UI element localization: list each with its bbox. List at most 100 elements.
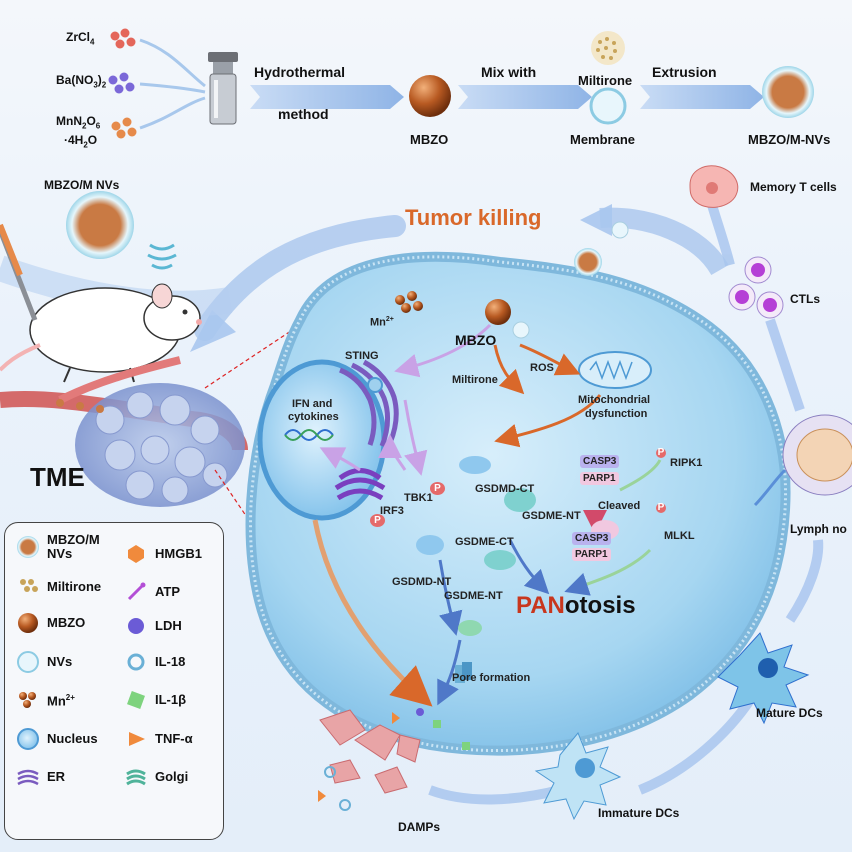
miltirone-icon	[15, 574, 41, 600]
chip-parp1-cleaved: PARP1	[572, 548, 611, 561]
label-pore-formation: Pore formation	[452, 672, 531, 684]
pathway-arrows	[312, 323, 662, 707]
atp-icon	[123, 579, 149, 605]
il1b-icon	[123, 687, 149, 713]
label-nv-injection: MBZO/M NVs	[44, 178, 120, 192]
legend-item-tnfa: TNF-α	[123, 725, 193, 753]
legend-item-il1b: IL-1β	[123, 686, 186, 714]
mbzo-icon	[15, 610, 41, 636]
chip-casp3-top: CASP3	[580, 455, 620, 468]
label-ifn-a: IFN and	[292, 398, 333, 410]
phospho-badge-mlkl: P	[656, 502, 666, 513]
label-mito-b: dysfunction	[585, 408, 648, 420]
legend-item-hmgb1: HMGB1	[123, 540, 202, 568]
label-immature-dcs: Immature DCs	[598, 806, 680, 820]
label-mbzo-cell: MBZO	[455, 332, 497, 348]
label-ripk1: RIPK1	[670, 457, 703, 469]
legend-item-ldh: LDH	[123, 612, 182, 640]
phospho-badge-ripk1: P	[656, 447, 666, 458]
label-miltirone: Miltirone	[578, 73, 633, 88]
damps-debris	[319, 709, 421, 794]
label-mbzo-product: MBZO	[410, 132, 449, 147]
reagent-zrcl4: ZrCl4	[66, 30, 95, 47]
label-ctls: CTLs	[790, 292, 820, 306]
legend-item-atp: ATP	[123, 578, 180, 606]
nv-large-icon	[66, 191, 134, 259]
miltirone-cluster-icon	[591, 31, 625, 65]
step-mix-with: Mix with	[481, 64, 537, 80]
golgi-icon	[123, 764, 149, 790]
label-ros: ROS	[530, 362, 554, 374]
ctl-return-arc	[599, 207, 729, 276]
mature-dc	[717, 632, 810, 725]
golgi-organelle	[334, 468, 386, 501]
label-irf3: IRF3	[380, 505, 404, 517]
vesicle-icon	[574, 248, 602, 276]
il18-icon	[123, 649, 149, 675]
label-ifn-b: cytokines	[288, 411, 339, 423]
label-sting: STING	[345, 350, 379, 362]
legend-item-golgi: Golgi	[123, 763, 188, 791]
immune-flow-arrows	[428, 203, 824, 805]
legend-item-miltirone: Miltirone	[15, 573, 101, 601]
legend-item-nvs: NVs	[15, 648, 72, 676]
reagent-ba-no3: Ba(NO3)2	[56, 73, 107, 90]
label-gsdmd-nt: GSDMD-NT	[392, 576, 452, 588]
damp-molecules	[318, 708, 470, 811]
dna-helix	[284, 429, 334, 441]
label-membrane: Membrane	[570, 132, 636, 147]
er-organelle	[338, 359, 399, 447]
mbzo-particle-icon	[409, 75, 451, 117]
ldh-icon	[123, 613, 149, 639]
phospho-badge-tbk1: P	[430, 482, 445, 495]
label-memory-t: Memory T cells	[750, 180, 837, 194]
legend-item-er: ER	[15, 763, 65, 791]
label-gsdme-ct: GSDME-CT	[455, 536, 514, 548]
label-gsdme-nt-top: GSDME-NT	[522, 510, 581, 522]
chip-casp3-cleaved: CASP3	[572, 532, 612, 545]
mbzo-in-cell	[485, 299, 511, 325]
tme-tumor	[0, 356, 248, 507]
step-extrusion: Extrusion	[652, 64, 717, 80]
label-tme: TME	[30, 462, 85, 492]
chip-parp1-top: PARP1	[580, 472, 619, 485]
membrane-pore	[455, 662, 472, 683]
label-mn-ion: Mn2+	[370, 316, 394, 329]
label-lymph-node: Lymph no	[790, 522, 847, 536]
nv-icon	[15, 534, 41, 560]
legend-item-nucleus: Nucleus	[15, 725, 98, 753]
step-hydrothermal: Hydrothermal	[254, 64, 346, 80]
ctl-cells	[728, 256, 784, 319]
nucleus-icon	[15, 726, 41, 752]
label-mature-dcs: Mature DCs	[756, 706, 823, 720]
label-gsdmd-ct: GSDMD-CT	[475, 483, 535, 495]
mn-ion-icon	[15, 687, 41, 713]
membrane-vesicle-icon	[589, 87, 627, 125]
label-miltirone-cell: Miltirone	[452, 374, 498, 386]
reagent-hydrate: ·4H2O	[64, 133, 98, 150]
hmgb1-icon	[123, 541, 149, 567]
phospho-badge-irf3: P	[370, 514, 385, 527]
label-mito-a: Mitochondrial	[578, 394, 651, 406]
legend-item-il18: IL-18	[123, 648, 185, 676]
er-icon	[15, 764, 41, 790]
legend-item-mbzo: MBZO	[15, 609, 85, 637]
label-mbzo-m-nvs: MBZO/M-NVs	[748, 132, 831, 147]
inflow-streaks	[139, 38, 206, 130]
reagent-mn-no3: MnN2O6	[56, 114, 101, 131]
step-method: method	[278, 106, 329, 122]
label-damps: DAMPs	[398, 820, 441, 834]
autoclave	[208, 52, 238, 125]
chevron-arrows	[250, 85, 764, 109]
nvs-icon	[15, 649, 41, 675]
label-mlkl: MLKL	[664, 530, 695, 542]
label-tbk1: TBK1	[404, 492, 433, 504]
label-gsdme-nt: GSDME-NT	[444, 590, 503, 602]
reagent-dots	[108, 28, 137, 139]
tnfa-icon	[123, 726, 149, 752]
mn-ions	[395, 291, 423, 313]
label-tumor-killing: Tumor killing	[405, 205, 542, 230]
